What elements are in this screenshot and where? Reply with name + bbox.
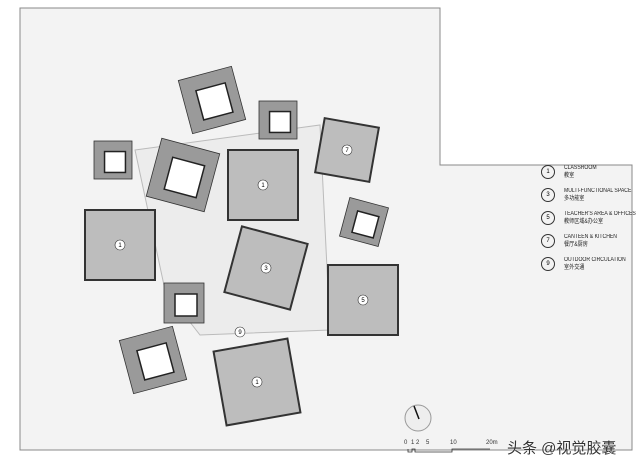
room-number-label: 3	[264, 266, 268, 272]
scale-label: 20m	[486, 440, 498, 446]
legend-label-en: CANTEEN & KITCHEN	[564, 234, 617, 240]
legend-item: 7 CANTEEN & KITCHEN 餐厅&厨房	[541, 233, 640, 256]
courtyard	[163, 156, 206, 199]
legend-item: 9 OUTDOOR CIRCULATION 室外交通	[541, 256, 640, 279]
legend-label-en: TEACHER'S AREA & OFFICES	[564, 211, 636, 217]
room-number-label: 7	[345, 148, 349, 154]
room-number-label: 1	[118, 243, 122, 249]
building-room: 1	[212, 337, 302, 427]
legend-label-zh: 餐厅&厨房	[564, 242, 588, 248]
building-courtyard-unit	[118, 325, 188, 395]
legend-number: 9	[541, 257, 555, 271]
legend-number: 1	[541, 165, 555, 179]
legend-number: 5	[541, 211, 555, 225]
legend-label-en: MULTI-FUNCTIONAL SPACE	[564, 188, 632, 194]
courtyard	[351, 210, 380, 239]
room-number-label: 5	[361, 298, 365, 304]
legend-label-zh: 室外交通	[564, 265, 585, 271]
building-courtyard-unit	[145, 137, 221, 213]
scale-bar	[407, 448, 490, 453]
courtyard	[103, 150, 127, 174]
scale-label: 10	[450, 440, 457, 446]
legend-label-zh: 教室	[564, 173, 575, 179]
building-courtyard-unit	[177, 65, 247, 135]
legend-item: 5 TEACHER'S AREA & OFFICES 教师区域&办公室	[541, 210, 640, 233]
scale-label: 2	[416, 440, 420, 446]
legend-item: 3 MULTI-FUNCTIONAL SPACE 多功能室	[541, 187, 640, 210]
building-room: 7	[313, 116, 381, 184]
svg-text:9: 9	[238, 330, 242, 336]
room-number-label: 9	[234, 326, 246, 338]
legend-number: 7	[541, 234, 555, 248]
legend-label-zh: 多功能室	[564, 196, 585, 202]
legend-label-en: CLASSROOM	[564, 165, 597, 171]
building-room: 3	[223, 225, 309, 311]
building-courtyard-unit	[258, 100, 298, 140]
courtyard	[136, 341, 175, 381]
legend-label-en: OUTDOOR CIRCULATION	[564, 257, 626, 263]
courtyard	[174, 293, 198, 317]
building-courtyard-unit	[163, 282, 205, 324]
legend-label-zh: 教师区域&办公室	[564, 219, 604, 225]
room-number-label: 1	[255, 380, 259, 386]
legend-item: 1 CLASSROOM 教室	[541, 164, 640, 187]
room-number-label: 1	[261, 183, 265, 189]
building-room: 1	[84, 209, 156, 281]
watermark: 头条 @视觉胶囊	[507, 440, 617, 457]
legend-number: 3	[541, 188, 555, 202]
scale-label: 0	[404, 440, 408, 446]
scale-label: 1	[411, 440, 415, 446]
courtyard	[195, 81, 234, 121]
scale-label: 5	[426, 440, 430, 446]
courtyard	[268, 110, 292, 134]
building-courtyard-unit	[339, 197, 389, 247]
building-courtyard-unit	[93, 140, 133, 180]
building-room: 5	[327, 264, 399, 336]
north-arrow	[404, 404, 432, 432]
legend: 1 CLASSROOM 教室 3 MULTI-FUNCTIONAL SPACE 多功能室 5…	[541, 164, 640, 279]
building-room: 1	[227, 149, 299, 221]
